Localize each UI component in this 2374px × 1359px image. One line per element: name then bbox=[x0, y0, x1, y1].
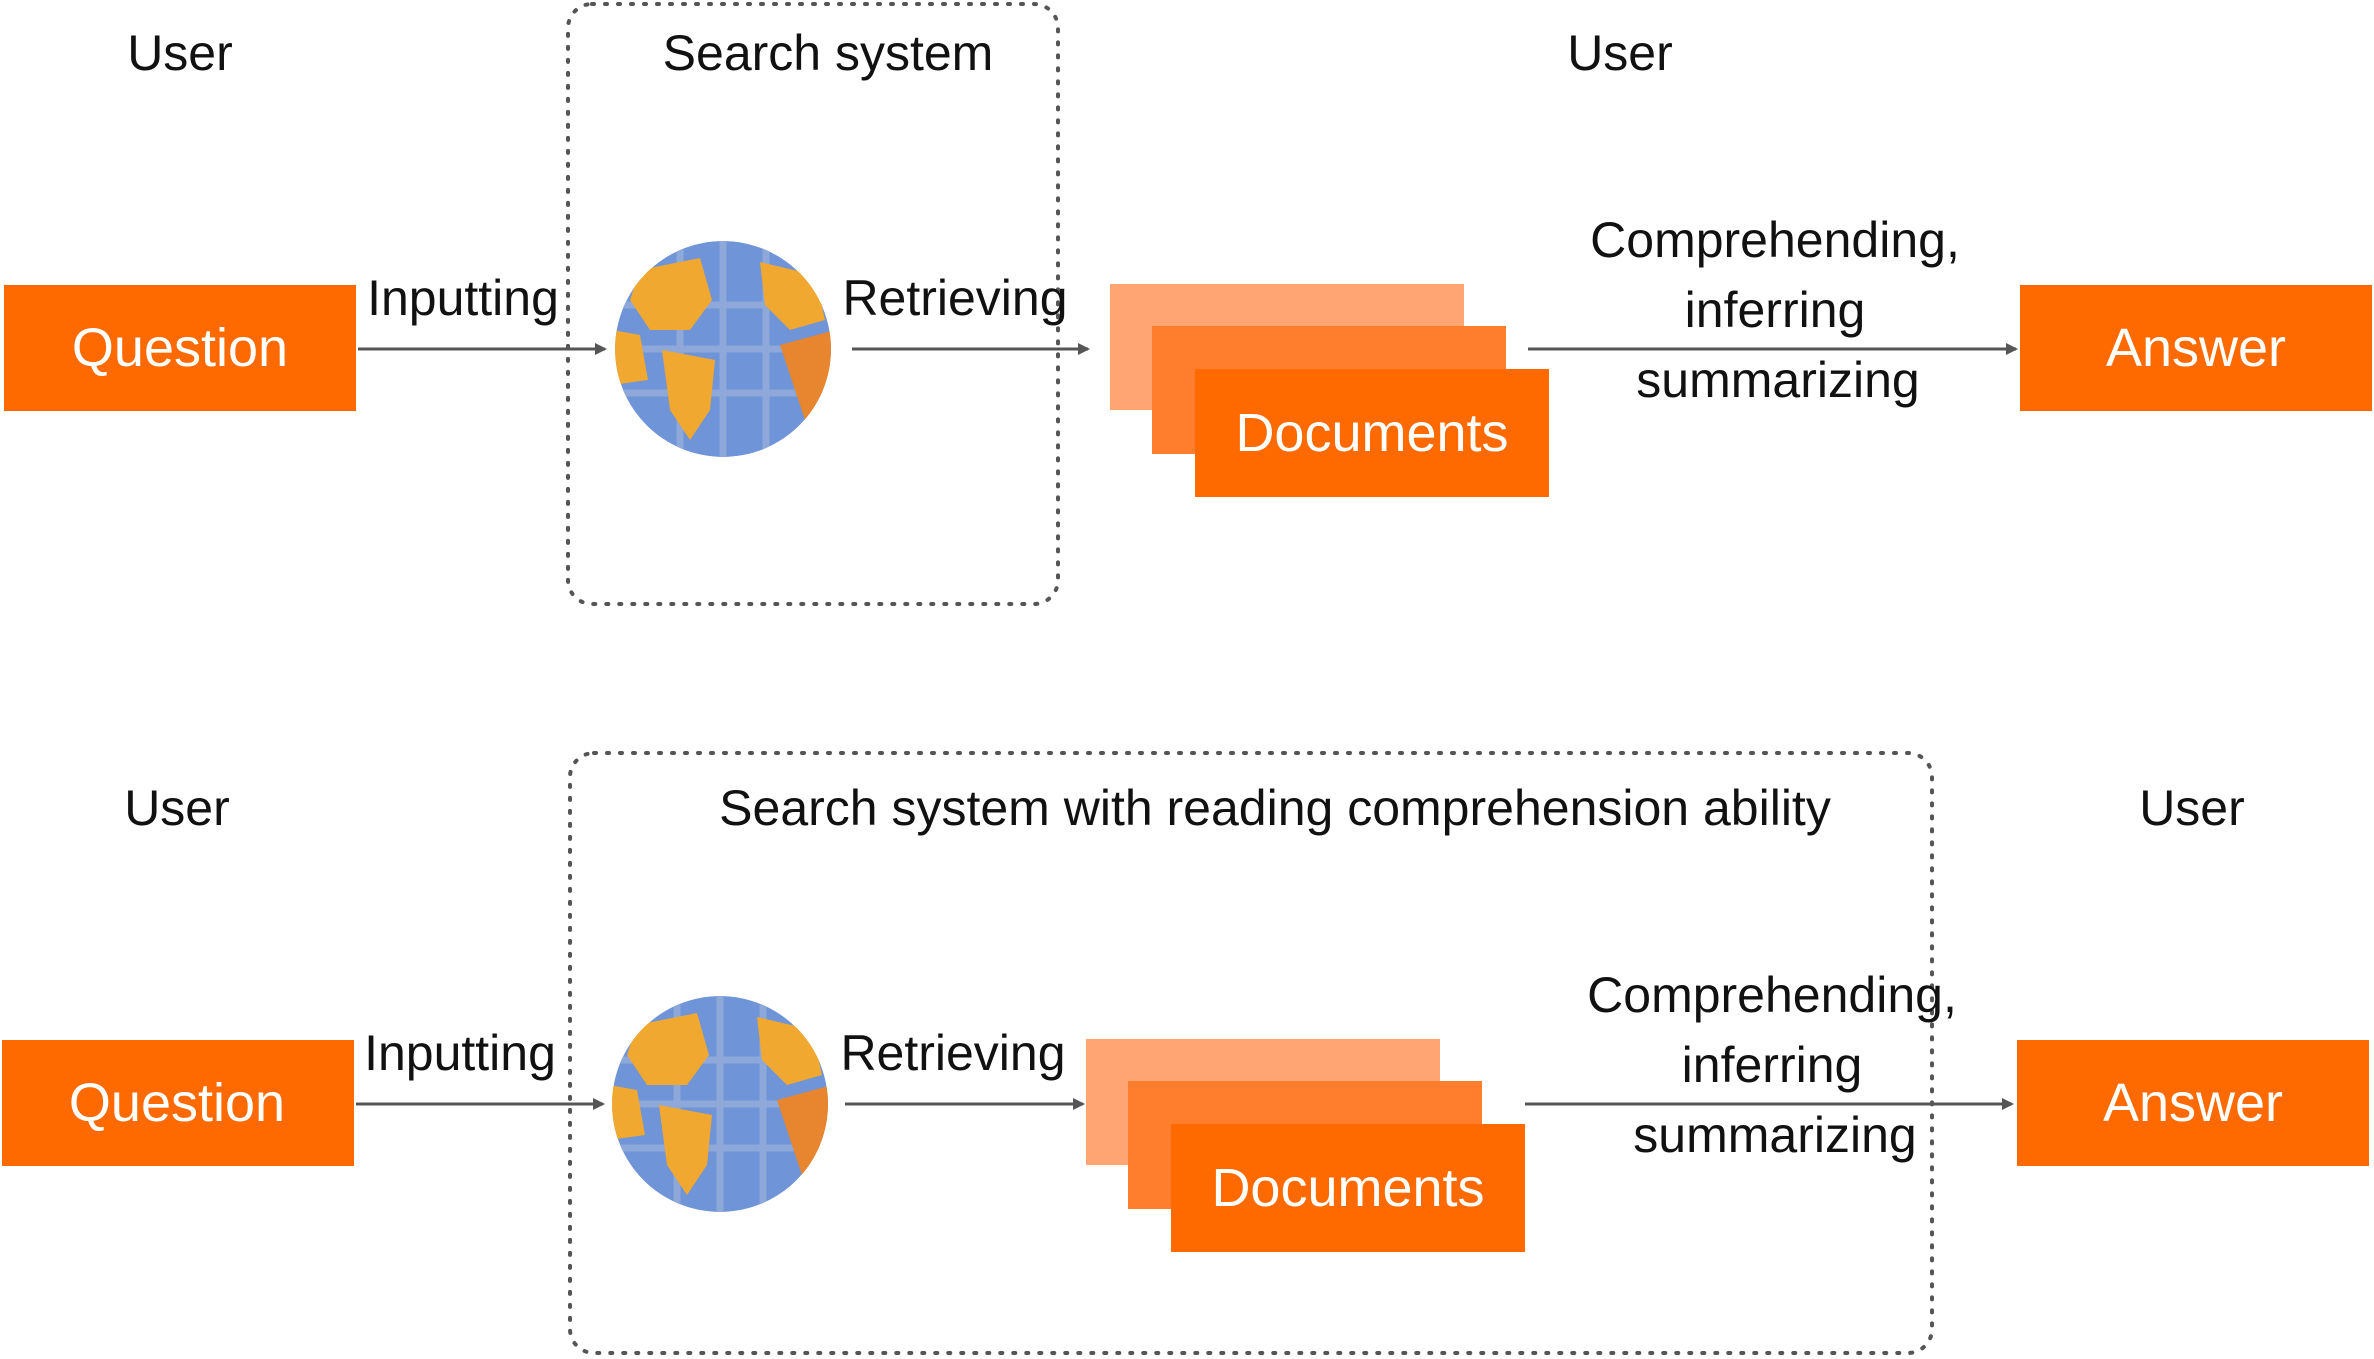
top-documents-label: Documents bbox=[1235, 403, 1508, 463]
top-system-boundary bbox=[566, 2, 1060, 606]
top-system-title: Search system bbox=[663, 25, 994, 81]
top-document-front bbox=[1195, 369, 1549, 497]
top-process-line-1: Comprehending, bbox=[1590, 212, 1960, 268]
top-documents-stack: Documents bbox=[1110, 284, 1549, 497]
top-user-right-label: User bbox=[1567, 25, 1673, 81]
bottom-flow: User Search system with reading comprehe… bbox=[2, 751, 2369, 1355]
globe-icon bbox=[615, 241, 831, 457]
top-answer-box: Answer bbox=[2020, 285, 2372, 411]
bottom-inputting-label: Inputting bbox=[364, 1025, 556, 1081]
bottom-process-line-2: inferring bbox=[1682, 1037, 1863, 1093]
bottom-answer-box: Answer bbox=[2017, 1040, 2369, 1166]
bottom-question-box: Question bbox=[2, 1040, 354, 1166]
bottom-answer-label: Answer bbox=[2103, 1073, 2283, 1133]
top-process-line-3: summarizing bbox=[1636, 352, 1919, 408]
bottom-retrieving-label: Retrieving bbox=[840, 1025, 1065, 1081]
top-question-box: Question bbox=[4, 285, 356, 411]
bottom-documents-stack: Documents bbox=[1086, 1039, 1525, 1252]
bottom-user-right-label: User bbox=[2139, 780, 2245, 836]
bottom-process-line-3: summarizing bbox=[1633, 1107, 1916, 1163]
bottom-documents-label: Documents bbox=[1211, 1158, 1484, 1218]
top-user-left-label: User bbox=[127, 25, 233, 81]
bottom-user-left-label: User bbox=[124, 780, 230, 836]
bottom-process-line-1: Comprehending, bbox=[1587, 967, 1957, 1023]
top-question-label: Question bbox=[72, 318, 288, 378]
top-flow: User Search system User Question Inputti… bbox=[4, 2, 2372, 606]
bottom-question-label: Question bbox=[69, 1073, 285, 1133]
bottom-system-title: Search system with reading comprehension… bbox=[719, 780, 1831, 836]
top-answer-label: Answer bbox=[2106, 318, 2286, 378]
top-process-line-2: inferring bbox=[1685, 282, 1866, 338]
globe-icon bbox=[612, 996, 828, 1212]
bottom-system-boundary bbox=[568, 751, 1934, 1355]
top-inputting-label: Inputting bbox=[367, 270, 559, 326]
bottom-document-front bbox=[1171, 1124, 1525, 1252]
top-retrieving-label: Retrieving bbox=[842, 270, 1067, 326]
